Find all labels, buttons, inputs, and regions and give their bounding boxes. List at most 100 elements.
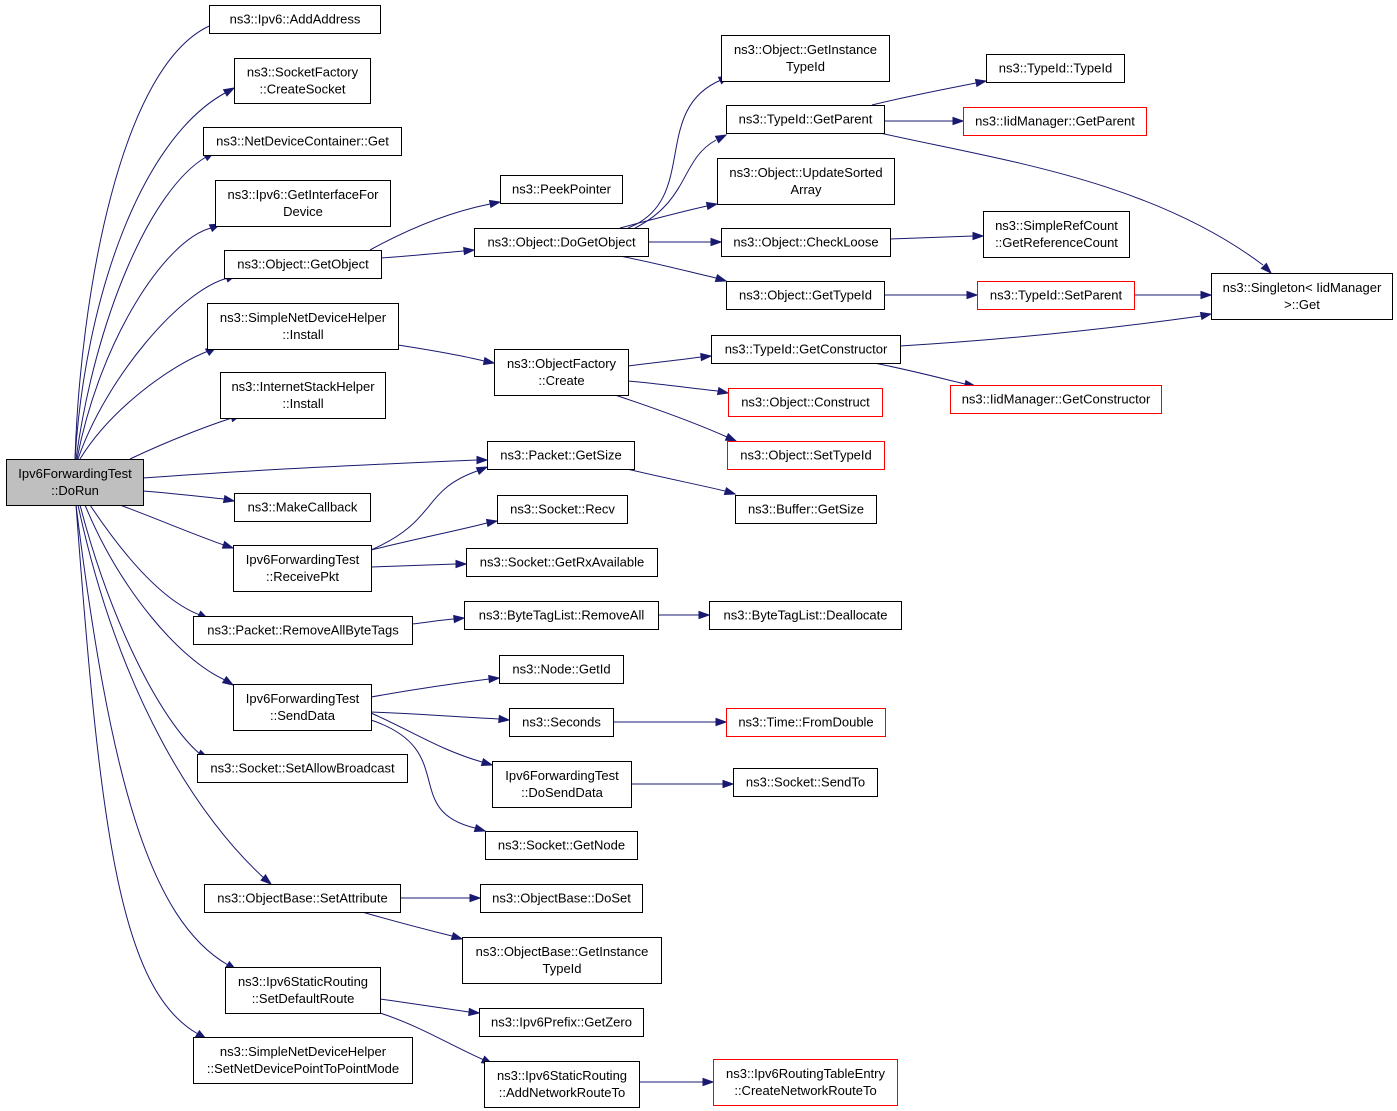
graph-node-n13[interactable]: ns3::ObjectBase::SetAttribute — [204, 884, 401, 913]
call-edge — [129, 417, 233, 460]
call-edge — [89, 504, 201, 616]
graph-node-n21[interactable]: ns3::Socket::GetRxAvailable — [466, 548, 658, 577]
graph-node-n11[interactable]: Ipv6ForwardingTest::SendData — [233, 684, 372, 731]
node-box — [709, 601, 902, 630]
node-box — [474, 228, 649, 257]
node-label: ns3::Ipv6Prefix::GetZero — [491, 1015, 632, 1030]
graph-node-n45[interactable]: ns3::IidManager::GetParent — [963, 107, 1147, 136]
node-box — [977, 281, 1135, 310]
node-label: ns3::InternetStackHelper — [231, 379, 375, 394]
graph-node-n3[interactable]: ns3::NetDeviceContainer::Get — [203, 127, 402, 156]
graph-node-n1[interactable]: ns3::Ipv6::AddAddress — [209, 5, 381, 34]
graph-node-n40[interactable]: ns3::ByteTagList::Deallocate — [709, 601, 902, 630]
graph-node-n2[interactable]: ns3::SocketFactory::CreateSocket — [234, 58, 371, 104]
graph-node-n5[interactable]: ns3::Object::GetObject — [224, 250, 382, 279]
graph-node-n19[interactable]: ns3::Packet::GetSize — [487, 441, 635, 470]
graph-node-n48[interactable]: ns3::IidManager::GetConstructor — [950, 385, 1162, 414]
graph-node-root[interactable]: Ipv6ForwardingTest::DoRun — [6, 459, 144, 506]
graph-node-n27[interactable]: ns3::ObjectBase::DoSet — [480, 884, 643, 913]
arrow-head-icon — [476, 455, 489, 465]
graph-node-n41[interactable]: ns3::Time::FromDouble — [726, 708, 886, 737]
graph-node-n38[interactable]: ns3::Object::SetTypeId — [727, 441, 885, 470]
graph-node-n18[interactable]: ns3::ObjectFactory::Create — [494, 349, 629, 396]
graph-node-n34[interactable]: ns3::Object::CheckLoose — [721, 228, 891, 257]
graph-node-n42[interactable]: ns3::Socket::SendTo — [733, 768, 878, 797]
node-label: ns3::IidManager::GetParent — [975, 114, 1135, 129]
graph-node-n9[interactable]: Ipv6ForwardingTest::ReceivePkt — [233, 545, 372, 592]
graph-node-n10[interactable]: ns3::Packet::RemoveAllByteTags — [193, 616, 413, 645]
node-label: ns3::Socket::SendTo — [746, 775, 865, 790]
call-edge — [370, 563, 457, 568]
graph-node-n15[interactable]: ns3::SimpleNetDeviceHelper::SetNetDevice… — [193, 1037, 413, 1084]
node-label: ns3::Ipv6::AddAddress — [230, 12, 361, 27]
graph-node-n22[interactable]: ns3::ByteTagList::RemoveAll — [464, 601, 659, 630]
node-label: ::Install — [282, 327, 323, 342]
graph-node-n29[interactable]: ns3::Ipv6Prefix::GetZero — [479, 1008, 644, 1037]
graph-node-n36[interactable]: ns3::TypeId::GetConstructor — [711, 335, 901, 364]
call-edge — [79, 504, 201, 755]
node-box — [204, 884, 401, 913]
call-edge — [627, 356, 702, 367]
graph-node-n46[interactable]: ns3::SimpleRefCount::GetReferenceCount — [983, 211, 1130, 258]
node-label: ns3::Object::UpdateSorted — [729, 165, 882, 180]
graph-node-n25[interactable]: Ipv6ForwardingTest::DoSendData — [492, 761, 632, 808]
node-box — [193, 616, 413, 645]
node-label: ::Install — [282, 396, 323, 411]
arrow-head-icon — [702, 1077, 715, 1087]
node-label: ns3::Ipv6StaticRouting — [238, 974, 368, 989]
node-label: ns3::ObjectBase::DoSet — [492, 891, 631, 906]
graph-node-n26[interactable]: ns3::Socket::GetNode — [485, 831, 638, 860]
arrow-head-icon — [482, 356, 496, 366]
graph-node-n47[interactable]: ns3::TypeId::SetParent — [977, 281, 1135, 310]
arrow-head-icon — [972, 231, 985, 241]
nodes-group: Ipv6ForwardingTest::DoRun ns3::Ipv6::AddA… — [6, 5, 1393, 1108]
graph-node-n37[interactable]: ns3::Object::Construct — [728, 388, 883, 417]
call-edge — [619, 205, 708, 229]
node-box — [500, 175, 623, 204]
call-edge — [626, 468, 726, 492]
graph-node-n8[interactable]: ns3::MakeCallback — [234, 493, 371, 522]
arrow-head-icon — [710, 237, 723, 247]
node-label: ns3::Node::GetId — [512, 662, 610, 677]
graph-node-n35[interactable]: ns3::Object::GetTypeId — [726, 281, 885, 310]
arrow-head-icon — [488, 199, 502, 209]
arrow-head-icon — [952, 116, 965, 126]
graph-node-n7[interactable]: ns3::InternetStackHelper::Install — [220, 372, 386, 419]
arrow-head-icon — [974, 78, 988, 88]
graph-node-n16[interactable]: ns3::PeekPointer — [500, 175, 623, 204]
graph-node-n30[interactable]: ns3::Ipv6StaticRouting::AddNetworkRouteT… — [484, 1061, 640, 1108]
arrow-head-icon — [1199, 311, 1213, 321]
graph-node-n12[interactable]: ns3::Socket::SetAllowBroadcast — [197, 754, 408, 783]
graph-node-n43[interactable]: ns3::Ipv6RoutingTableEntry::CreateNetwor… — [713, 1059, 898, 1106]
node-box — [711, 335, 901, 364]
node-label: ::GetReferenceCount — [995, 235, 1118, 250]
graph-node-n20[interactable]: ns3::Socket::Recv — [497, 495, 628, 524]
node-box — [1211, 273, 1393, 320]
graph-node-n14[interactable]: ns3::Ipv6StaticRouting::SetDefaultRoute — [225, 967, 381, 1014]
graph-node-n32[interactable]: ns3::TypeId::GetParent — [726, 105, 885, 134]
node-label: ns3::Time::FromDouble — [738, 715, 873, 730]
graph-node-n23[interactable]: ns3::Node::GetId — [499, 655, 624, 684]
graph-node-n24[interactable]: ns3::Seconds — [509, 708, 614, 737]
arrow-head-icon — [715, 717, 728, 727]
arrow-head-icon — [722, 779, 735, 789]
call-edge — [74, 92, 226, 460]
arrow-head-icon — [1200, 290, 1213, 300]
node-label: ns3::Ipv6StaticRouting — [497, 1068, 627, 1083]
graph-node-n39[interactable]: ns3::Buffer::GetSize — [735, 495, 877, 524]
node-label: ns3::SimpleRefCount — [995, 218, 1118, 233]
node-label: ::SendData — [270, 708, 336, 723]
node-box — [950, 385, 1162, 414]
node-box — [193, 1037, 413, 1084]
graph-node-n44[interactable]: ns3::TypeId::TypeId — [986, 54, 1125, 83]
graph-node-n6[interactable]: ns3::SimpleNetDeviceHelper::Install — [207, 303, 399, 350]
graph-node-n49[interactable]: ns3::Singleton< IidManager >::Get — [1211, 273, 1393, 320]
node-box — [497, 495, 628, 524]
graph-node-n17[interactable]: ns3::Object::DoGetObject — [474, 228, 649, 257]
node-box — [713, 1059, 898, 1106]
